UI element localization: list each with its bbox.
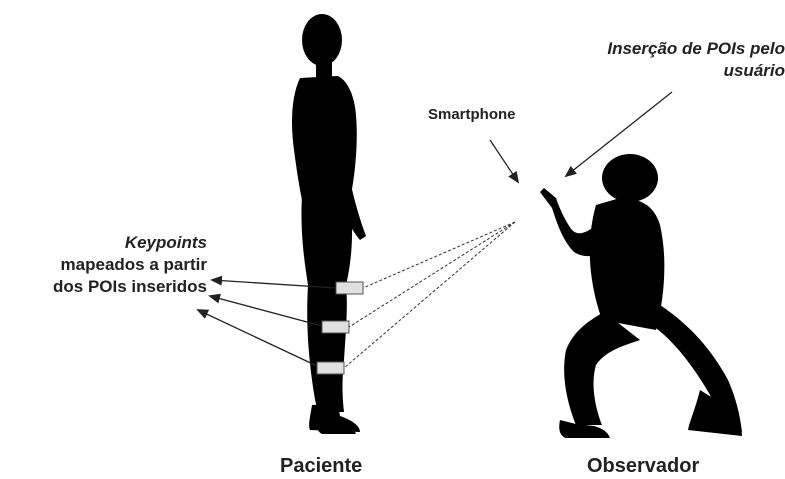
keypoints-line3: dos POIs inseridos (0, 276, 207, 298)
poi-marker-hip (336, 282, 363, 294)
keypoints-label: Keypoints mapeados a partir dos POIs ins… (0, 232, 207, 298)
poi-insertion-label: Inserção de POIs pelo usuário (500, 38, 785, 82)
keypoint-arrow-ankle (198, 310, 317, 366)
poi-insertion-line2: usuário (500, 60, 785, 82)
keypoints-line1: Keypoints (0, 232, 207, 254)
keypoint-arrow-knee (210, 296, 322, 326)
poi-marker-ankle (317, 362, 344, 374)
smartphone-sight-lines (344, 222, 515, 368)
keypoints-line2: mapeados a partir (0, 254, 207, 276)
observer-silhouette (540, 154, 742, 438)
poi-insertion-line1: Inserção de POIs pelo (500, 38, 785, 60)
patient-label: Paciente (280, 455, 362, 478)
smartphone-label: Smartphone (428, 106, 516, 123)
smartphone-arrow (490, 140, 518, 182)
observer-label: Observador (587, 455, 699, 478)
poi-marker-knee (322, 321, 349, 333)
